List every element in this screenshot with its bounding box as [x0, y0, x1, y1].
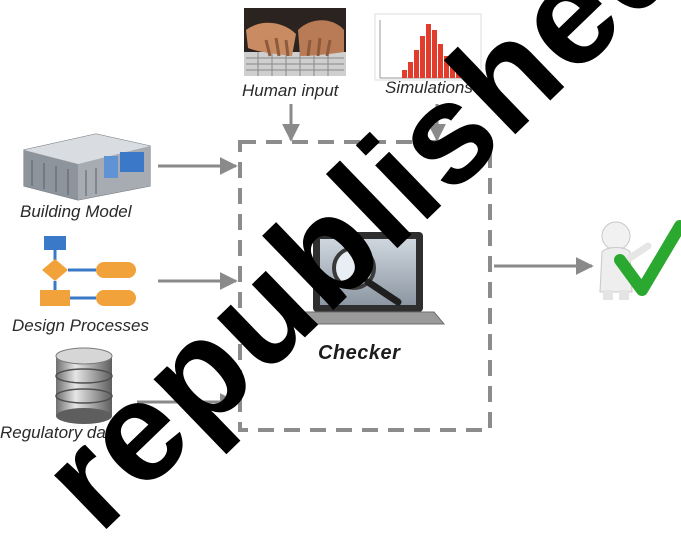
diagram-canvas	[23, 8, 681, 432]
checker-box	[238, 140, 492, 432]
checker-label: Checker	[318, 342, 401, 364]
human-input-label: Human input	[242, 81, 339, 100]
flowchart-image	[40, 236, 136, 306]
database-icon	[55, 347, 113, 424]
simulations-label: Simulations	[385, 78, 473, 97]
building-model-label: Building Model	[20, 202, 132, 221]
regulatory-data-label: Regulatory data	[0, 423, 121, 442]
histogram-image	[374, 13, 482, 81]
laptop-magnifier-icon	[290, 232, 446, 325]
person-checkmark-icon	[599, 220, 681, 300]
keyboard-hands-image	[244, 8, 346, 76]
building-model-image	[23, 133, 151, 201]
design-processes-label: Design Processes	[12, 316, 150, 335]
checkmark-icon	[614, 220, 681, 296]
